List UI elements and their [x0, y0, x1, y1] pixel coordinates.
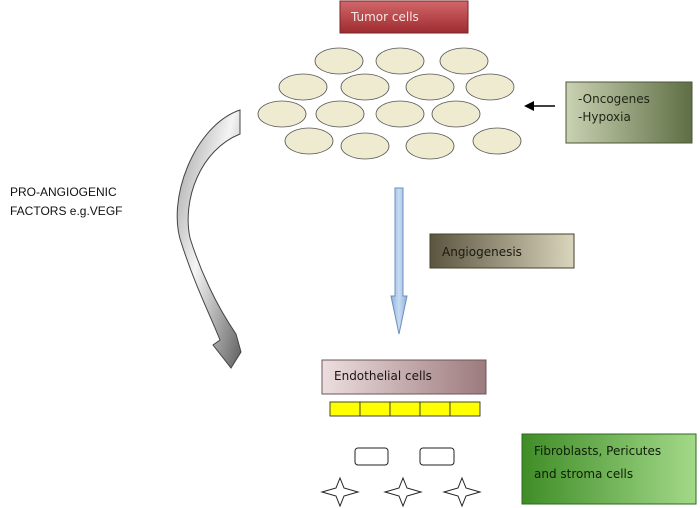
endothelial-cell-segment: [449, 401, 481, 417]
endothelial-cell-bar: [329, 401, 481, 417]
endothelial-cell-segment: [329, 401, 361, 417]
star-icon: [442, 476, 482, 508]
stroma-stars: [320, 476, 482, 508]
oncogenes-label: -Oncogenes: [578, 92, 650, 106]
cause-arrow: [524, 101, 555, 111]
stroma-line-2: and stroma cells: [534, 467, 633, 481]
pro-angiogenic-curved-arrow: [176, 109, 242, 369]
endothelial-cell-segment: [389, 401, 421, 417]
angiogenesis-label: Angiogenesis: [442, 245, 522, 259]
tumor-cell: [465, 73, 515, 101]
fibroblast-shapes: [354, 447, 455, 466]
tumor-cell: [315, 100, 365, 128]
tumor-cell: [431, 100, 481, 128]
tumor-cell: [284, 127, 334, 155]
fibroblast-shape: [354, 447, 389, 466]
star-icon: [383, 476, 423, 508]
star-icon: [320, 476, 360, 508]
angiogenesis-down-arrow: [390, 187, 408, 335]
tumor-cell: [375, 100, 425, 128]
fibroblast-shape: [419, 447, 455, 466]
endothelial-cells-box: Endothelial cells: [321, 359, 487, 395]
angiogenesis-box: Angiogenesis: [429, 233, 575, 269]
tumor-cells-box: Tumor cells: [339, 0, 469, 34]
endothelial-cells-label: Endothelial cells: [334, 369, 432, 383]
tumor-cell: [278, 73, 328, 101]
hypoxia-label: -Hypoxia: [578, 110, 631, 124]
tumor-cell: [375, 47, 425, 75]
tumor-cell: [405, 73, 455, 101]
stroma-cells-box: Fibroblasts, Pericutes and stroma cells: [521, 433, 697, 505]
oncogenes-hypoxia-box: -Oncogenes -Hypoxia: [565, 81, 693, 144]
pro-angiogenic-factors-label: PRO-ANGIOGENIC FACTORS e.g.VEGF: [10, 183, 170, 221]
tumor-cell: [405, 132, 455, 160]
tumor-cell: [439, 47, 489, 75]
tumor-cell: [340, 132, 390, 160]
side-label-line-1: PRO-ANGIOGENIC: [10, 185, 117, 199]
side-label-line-2: FACTORS e.g.VEGF: [10, 204, 123, 218]
endothelial-cell-segment: [359, 401, 391, 417]
tumor-cell: [472, 127, 522, 155]
tumor-cell: [340, 73, 390, 101]
endothelial-cell-segment: [419, 401, 451, 417]
tumor-cell: [314, 47, 364, 75]
stroma-line-1: Fibroblasts, Pericutes: [534, 444, 661, 458]
tumor-cell: [257, 100, 307, 128]
tumor-cells-label: Tumor cells: [350, 10, 419, 24]
tumor-cell-cluster: [257, 47, 522, 160]
